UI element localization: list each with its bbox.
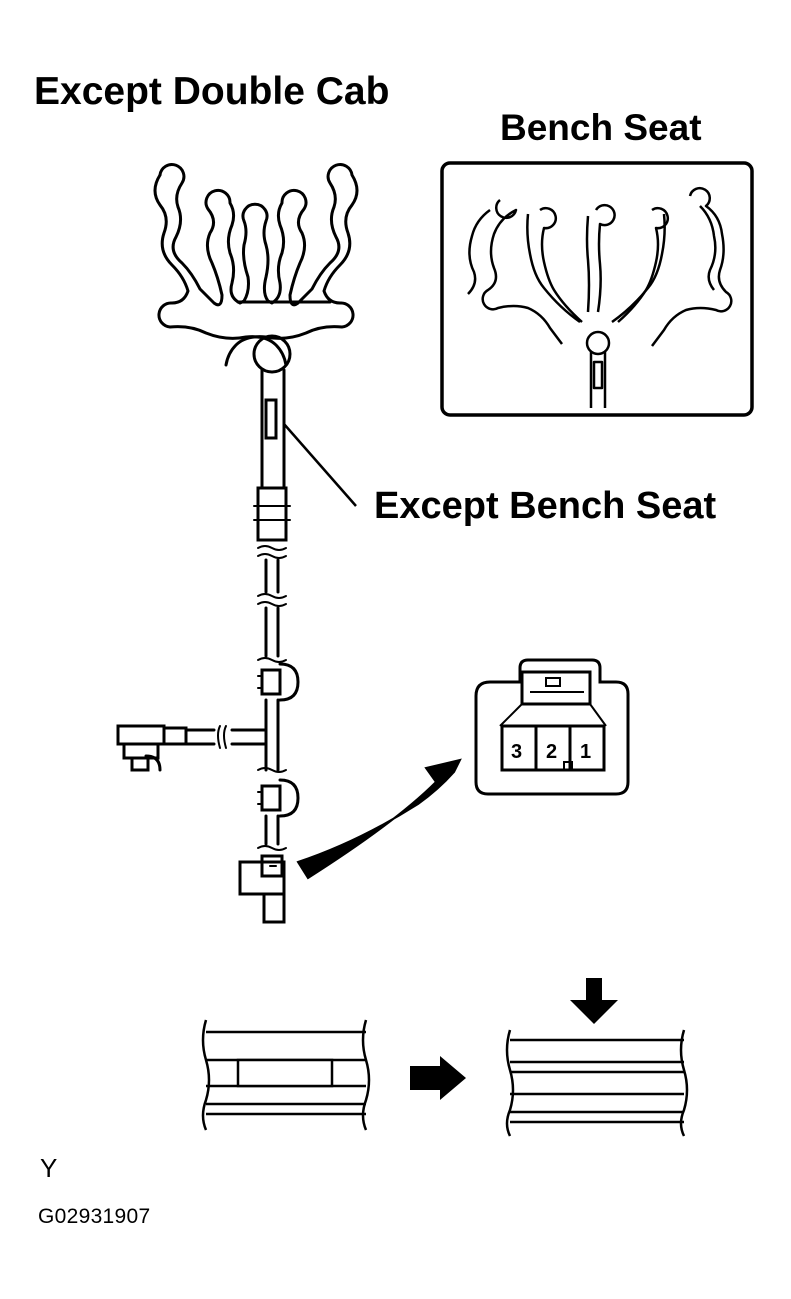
seat-heater-element xyxy=(153,163,359,374)
tape-before xyxy=(201,1019,371,1131)
figure-code: G02931907 xyxy=(38,1205,151,1228)
arrow-icon xyxy=(296,758,462,880)
pin-3-label: 3 xyxy=(511,741,522,763)
bench-seat-inset xyxy=(440,161,754,417)
corner-letter: Y xyxy=(40,1153,58,1183)
callout-label: Except Bench Seat xyxy=(374,485,717,527)
inset-frame xyxy=(440,161,754,417)
inset-title: Bench Seat xyxy=(500,107,702,148)
wire-harness xyxy=(116,368,300,924)
pin-1-label: 1 xyxy=(580,741,591,763)
tape-after xyxy=(505,1029,689,1137)
pin-2-label: 2 xyxy=(546,741,557,763)
arrow-down-icon xyxy=(570,978,618,1024)
callout-leader-line xyxy=(283,423,357,507)
diagram-title: Except Double Cab xyxy=(34,70,390,113)
connector-face xyxy=(474,658,630,796)
arrow-right-icon xyxy=(410,1056,466,1100)
